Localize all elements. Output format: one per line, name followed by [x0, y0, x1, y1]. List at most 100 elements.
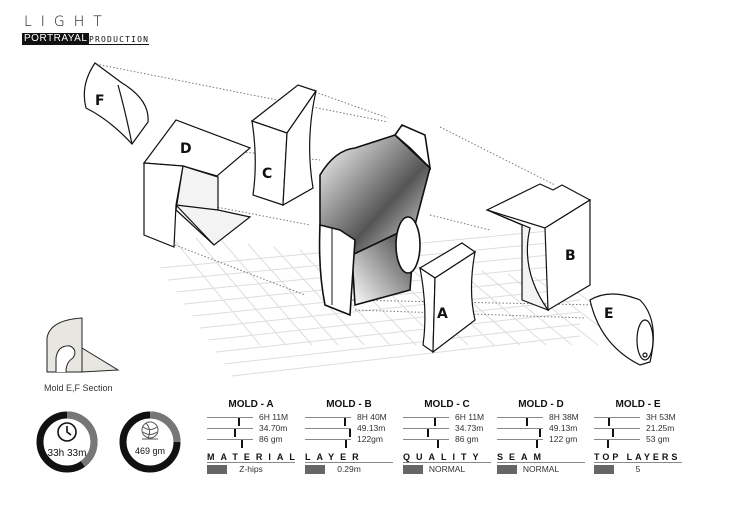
stat-slider-track [305, 439, 351, 448]
stat-value: 86 gm [259, 434, 283, 444]
stat-value: 8H 40M [357, 412, 387, 422]
mold-stat-row: 53 gm [592, 434, 684, 448]
stat-value: 49.13m [357, 423, 386, 433]
stat-slider-track [403, 417, 449, 426]
mold-title: MOLD - D [518, 399, 564, 410]
stat-value: 34.73m [455, 423, 484, 433]
stat-slider-marker [349, 429, 351, 437]
setting-swatch [207, 465, 227, 474]
grid-line [221, 240, 313, 346]
print-time-ring: 33h 33m [36, 411, 98, 473]
label-e: E [604, 306, 614, 322]
grid-line [223, 323, 581, 365]
exploded-mold-diagram: A B C D E F Mold E,F Section [44, 62, 654, 393]
stat-slider-marker [233, 429, 236, 437]
stat-slider-marker [433, 418, 436, 426]
stat-value: 21.25m [646, 423, 675, 433]
stat-value: 3H 53M [646, 412, 676, 422]
mold-title: MOLD - B [326, 399, 372, 410]
mold-stat-row: 6H 11M [205, 412, 297, 426]
mold-title: MOLD - E [615, 399, 661, 410]
grid-line [215, 311, 581, 353]
label-c: C [262, 166, 272, 182]
setting-swatch [403, 465, 423, 474]
grid-line [247, 243, 339, 346]
filament-weight-ring: 469 gm [119, 411, 181, 473]
grid-line [231, 335, 581, 377]
stat-value: 53 gm [646, 434, 670, 444]
grid-line [169, 234, 261, 346]
setting-value: NORMAL [428, 464, 466, 474]
stat-slider-marker [536, 440, 539, 448]
stat-slider-marker [344, 418, 347, 426]
setting-label: SEAM [497, 452, 585, 463]
title-production: PRODUCTION [89, 35, 150, 45]
mold-ef-section-icon [46, 317, 120, 373]
stat-slider-marker [539, 429, 542, 437]
grid-line [199, 287, 581, 329]
setting-label: QUALITY [403, 452, 491, 463]
stat-slider-track [594, 439, 640, 448]
stat-value: 6H 11M [455, 412, 485, 422]
setting-value: 0.29m [337, 464, 361, 474]
mold-stat-row: 122 gm [495, 434, 587, 448]
mold-stat-row: 49.13m [303, 423, 395, 437]
label-d: D [180, 141, 192, 157]
grid-line [207, 299, 581, 341]
stat-slider-marker [608, 418, 611, 426]
label-b: B [565, 248, 576, 264]
setting-value-bar: 0.29m [305, 465, 393, 474]
stat-value: 122gm [357, 434, 383, 444]
stat-slider-track [207, 428, 253, 437]
setting-label: TOP LAYERS [594, 452, 682, 463]
mold-stat-row: 6H 11M [401, 412, 493, 426]
stat-slider-marker [237, 418, 240, 426]
title-light: LIGHT [24, 14, 111, 30]
setting-value-bar: Z-hips [207, 465, 295, 474]
stat-slider-marker [437, 440, 440, 448]
grid-line [273, 246, 365, 346]
mold-title: MOLD - A [228, 399, 274, 410]
setting-swatch [305, 465, 325, 474]
clock-icon [57, 422, 77, 442]
grid-line [195, 237, 287, 346]
mold-b [485, 183, 592, 312]
filament-weight-value: 469 gm [135, 446, 165, 456]
stat-slider-track [305, 417, 351, 426]
yarn-ball-icon [141, 421, 159, 440]
mold-stat-row: 34.73m [401, 423, 493, 437]
center-assembly [318, 124, 432, 317]
stat-slider-track [497, 439, 543, 448]
grid-line [481, 270, 573, 346]
setting-value: NORMAL [522, 464, 560, 474]
stat-slider-marker [241, 440, 244, 448]
setting-swatch [497, 465, 517, 474]
setting-value: 5 [635, 464, 641, 474]
setting-swatch [594, 465, 614, 474]
setting-value: Z-hips [239, 464, 263, 474]
title-portrayal: PORTRAYAL [22, 33, 90, 45]
stat-slider-marker [612, 429, 615, 437]
stat-slider-track [497, 417, 543, 426]
mold-stat-row: 8H 38M [495, 412, 587, 426]
mold-stat-row: 8H 40M [303, 412, 395, 426]
mold-d [142, 119, 252, 248]
mold-stat-row: 34.70m [205, 423, 297, 437]
mold-stat-row: 122gm [303, 434, 395, 448]
setting-value-bar: 5 [594, 465, 682, 474]
mold-f [83, 62, 149, 145]
mold-stat-row: 3H 53M [592, 412, 684, 426]
stat-slider-track [594, 428, 640, 437]
mold-title: MOLD - C [424, 399, 470, 410]
stat-value: 8H 38M [549, 412, 579, 422]
setting-value-bar: NORMAL [403, 465, 491, 474]
stat-slider-marker [606, 440, 609, 448]
mold-stat-row: 49.13m [495, 423, 587, 437]
stat-value: 6H 11M [259, 412, 289, 422]
stat-value: 86 gm [455, 434, 479, 444]
section-caption: Mold E,F Section [44, 383, 113, 393]
